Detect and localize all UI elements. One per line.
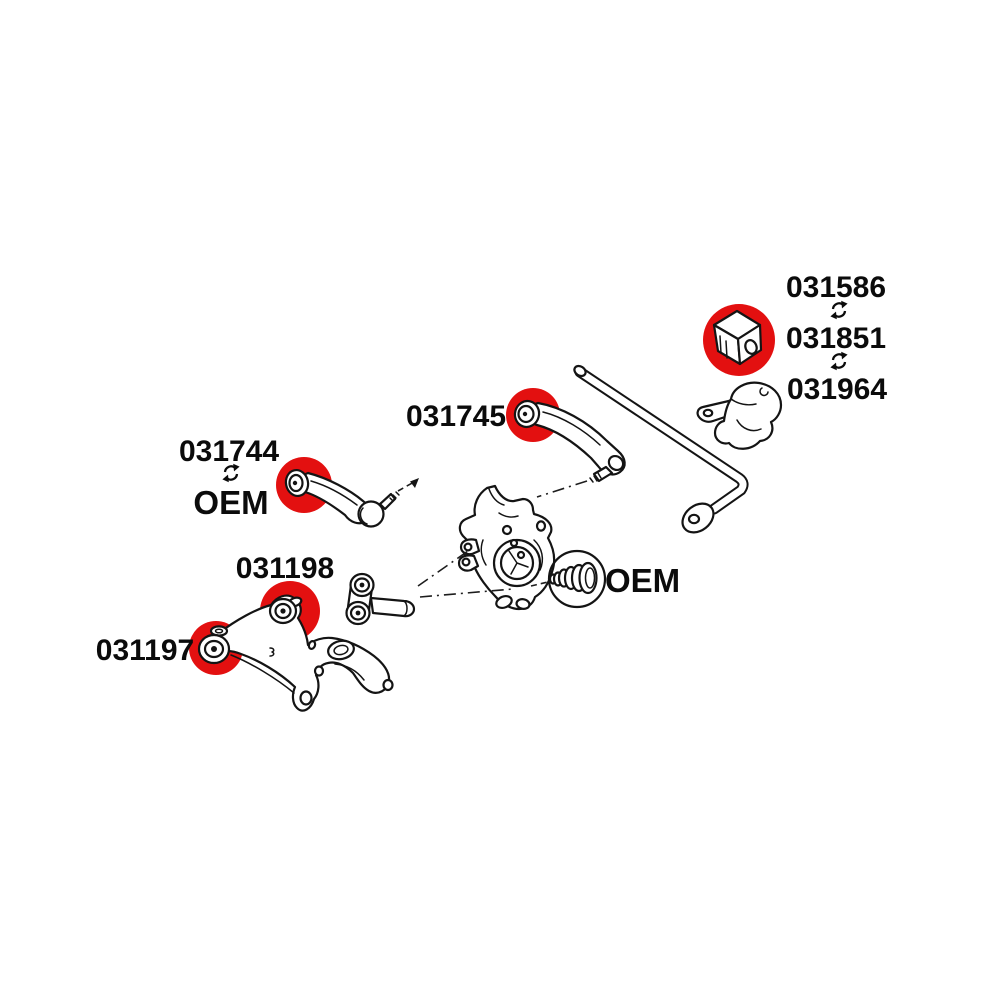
cv-boot xyxy=(547,549,607,609)
sway-bar xyxy=(573,364,749,534)
oem-callout-circle xyxy=(547,549,607,609)
upper-arm-ball-stud xyxy=(592,465,614,483)
sway-bar-bushing-cube xyxy=(712,309,763,366)
part-number-031197: 031197 xyxy=(95,634,195,667)
part-number-031744: 031744 xyxy=(178,435,280,468)
part-number-031586: 031586 xyxy=(785,271,887,304)
part-number-031964: 031964 xyxy=(786,373,888,406)
assembly-leader-lines xyxy=(397,478,588,598)
upper-control-arm xyxy=(513,399,626,483)
swap-arrows-icon xyxy=(829,351,849,371)
toe-link-ball-joint xyxy=(357,500,385,528)
sway-bar-bracket xyxy=(696,381,783,450)
oem-label-cv-boot: OEM xyxy=(605,562,681,599)
toe-link-ball-stud xyxy=(378,492,397,511)
lower-control-arm xyxy=(197,594,394,712)
part-number-031851: 031851 xyxy=(785,322,887,355)
swap-arrows-icon xyxy=(221,463,241,483)
leader-arrowhead xyxy=(410,478,419,488)
knuckle xyxy=(457,484,556,611)
oem-label-toe-link: OEM xyxy=(193,484,269,521)
part-number-031198: 031198 xyxy=(235,552,335,585)
swap-arrows-icon xyxy=(829,300,849,320)
connecting-link xyxy=(345,572,416,626)
part-number-031745: 031745 xyxy=(405,400,507,433)
toe-link xyxy=(284,468,400,528)
link-pin xyxy=(369,596,416,618)
